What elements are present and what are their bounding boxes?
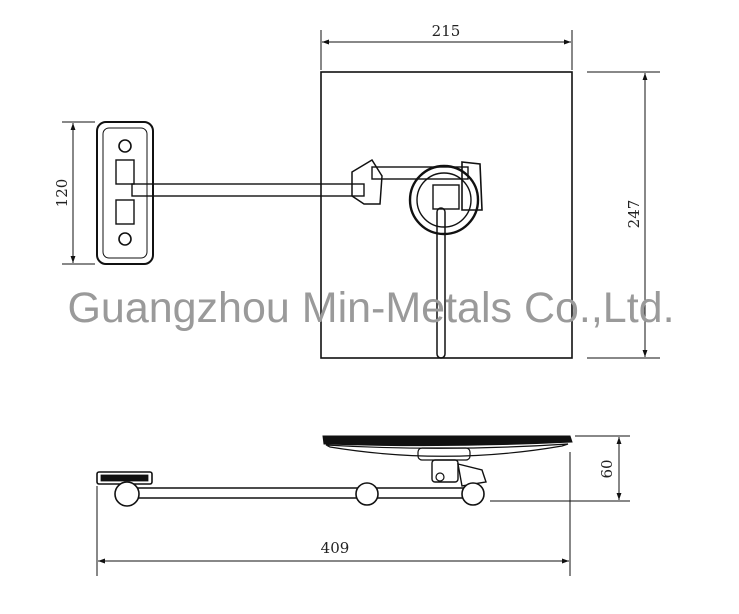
dim-label-total-depth: 409 bbox=[321, 539, 350, 557]
dim-side-height bbox=[490, 435, 630, 502]
screw-hole-top bbox=[118, 139, 132, 153]
dim-mirror-width bbox=[320, 30, 573, 70]
front-view bbox=[96, 71, 573, 359]
screw-hole-bottom bbox=[118, 232, 132, 246]
side-joint-wall bbox=[114, 481, 140, 507]
dim-plate-height bbox=[62, 121, 95, 265]
swing-arm bbox=[131, 183, 365, 197]
mirror-panel bbox=[320, 71, 573, 359]
side-joint-mirror bbox=[461, 482, 485, 506]
pivot-bracket bbox=[432, 184, 460, 210]
side-arm bbox=[125, 487, 477, 499]
pivot-cap bbox=[461, 161, 483, 211]
wall-plate-inner bbox=[102, 127, 148, 259]
side-bracket bbox=[457, 463, 487, 487]
dim-label-mirror-width: 215 bbox=[432, 22, 461, 40]
side-pivot-pin bbox=[435, 472, 445, 482]
side-wall-plate-inner bbox=[100, 474, 149, 482]
pivot-ring-inner bbox=[416, 172, 472, 228]
forearm bbox=[371, 166, 469, 180]
mirror-back bbox=[325, 443, 569, 457]
dim-label-mirror-height: 247 bbox=[625, 200, 643, 229]
dim-label-side-height: 60 bbox=[598, 459, 616, 478]
watermark-text: Guangzhou Min-Metals Co.,Ltd. bbox=[67, 284, 674, 332]
stem-rod bbox=[436, 207, 446, 359]
hinge-block-lower bbox=[115, 199, 135, 225]
wall-plate bbox=[96, 121, 154, 265]
hinge-block-upper bbox=[115, 159, 135, 185]
side-joint-elbow bbox=[355, 482, 379, 506]
dim-total-depth bbox=[96, 452, 571, 576]
elbow-joint bbox=[351, 158, 383, 205]
pivot-ring-outer bbox=[408, 164, 480, 236]
side-view bbox=[96, 435, 573, 507]
dim-label-plate-height: 120 bbox=[53, 179, 71, 208]
side-pivot-block bbox=[431, 459, 459, 483]
mirror-profile bbox=[322, 435, 573, 447]
dim-mirror-height bbox=[587, 71, 660, 359]
